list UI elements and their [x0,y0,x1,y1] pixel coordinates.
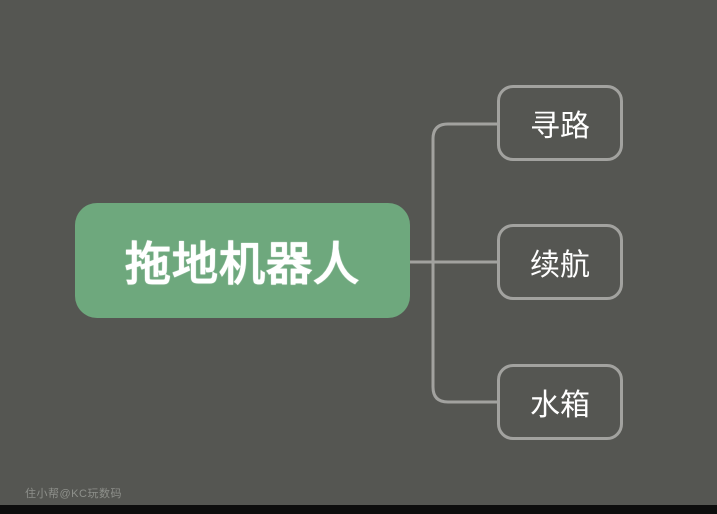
bottom-black-bar [0,505,717,514]
watermark-text: 住小帮@KC玩数码 [25,488,122,500]
child-node-battery-life[interactable]: 续航 [497,224,623,300]
connector-trunk-to-top-child [431,122,497,262]
child-node-pathfinding[interactable]: 寻路 [497,85,623,161]
child-node-label: 续航 [530,249,590,282]
child-node-label: 水箱 [530,389,590,422]
child-node-label: 寻路 [530,110,590,143]
child-node-water-tank[interactable]: 水箱 [497,364,623,440]
root-node-mopping-robot[interactable]: 拖地机器人 [75,203,410,318]
root-node-label: 拖地机器人 [125,237,360,290]
connector-trunk-to-bottom-child [431,262,497,404]
